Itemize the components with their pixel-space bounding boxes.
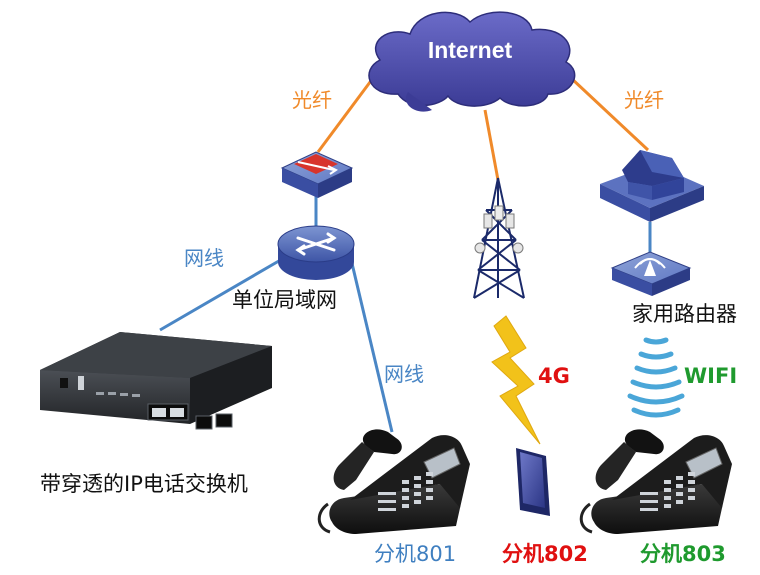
extension-801-label: 分机801	[374, 544, 456, 565]
lightning-icon	[492, 316, 540, 444]
cable-label-mid: 网线	[384, 364, 424, 384]
firewall-icon	[282, 152, 352, 198]
wifi-signal-icon	[630, 340, 682, 415]
ip-phone-icon	[581, 429, 732, 534]
pbx-device-icon	[40, 332, 272, 429]
cell-tower-icon	[474, 178, 524, 298]
pbx-label: 带穿透的IP电话交换机	[40, 474, 248, 495]
internet-label: Internet	[428, 37, 513, 63]
fiber-label-left: 光纤	[292, 90, 332, 110]
cable-label-top: 网线	[184, 248, 224, 268]
fiber-label-right: 光纤	[624, 90, 664, 110]
router-icon	[612, 252, 690, 296]
switch-icon	[278, 226, 354, 280]
link-4g-label: 4G	[538, 366, 570, 387]
ip-phone-icon	[319, 429, 470, 534]
cable-switch-phone801	[350, 255, 392, 432]
router-label: 家用路由器	[632, 304, 737, 325]
extension-803-label: 分机803	[640, 544, 726, 565]
extension-802-label: 分机802	[502, 544, 588, 565]
mobile-phone-icon	[516, 448, 550, 516]
fiber-line-tower	[485, 110, 498, 180]
link-wifi-label: WIFI	[684, 366, 737, 387]
lan-label: 单位局域网	[232, 290, 337, 311]
house-icon	[600, 150, 704, 222]
